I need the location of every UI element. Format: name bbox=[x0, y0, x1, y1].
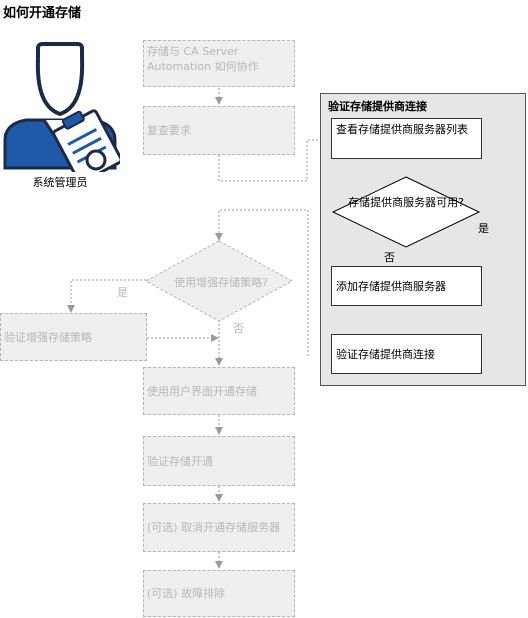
policy-yes-label: 是 bbox=[117, 286, 128, 299]
sub-add-server: 添加存储提供商服务器 bbox=[331, 266, 482, 306]
sub-yes-label: 是 bbox=[478, 222, 489, 235]
role-label: 系统管理员 bbox=[32, 176, 88, 189]
arrow-subprocess-decision bbox=[215, 209, 309, 356]
page-title: 如何开通存储 bbox=[3, 6, 82, 21]
step-verify-enhanced-policy: 验证增强存储策略 bbox=[0, 313, 147, 361]
step-review-requirements: 复查要求 bbox=[143, 106, 295, 155]
sub-verify-connection: 验证存储提供商连接 bbox=[331, 334, 482, 374]
step-provision-via-ui: 使用用户界面开通存储 bbox=[143, 367, 295, 415]
step-optional-deprovision: (可选) 取消开通存储服务器 bbox=[143, 503, 295, 552]
sub-view-server-list: 查看存储提供商服务器列表 bbox=[331, 118, 482, 159]
policy-decision-shape bbox=[144, 240, 294, 322]
sub-decision-label: 存储提供商服务器可用? bbox=[348, 196, 464, 209]
arrow-step2-subprocess bbox=[218, 136, 331, 182]
arrow-decision-yes bbox=[67, 279, 146, 313]
sub-no-label: 否 bbox=[384, 251, 395, 264]
administrator-clipboard-icon bbox=[3, 42, 120, 172]
step-how-storage-works: 存储与 CA Server Automation 如何协作 bbox=[143, 40, 295, 87]
step-verify-provisioning: 验证存储开通 bbox=[143, 436, 295, 486]
policy-decision-label: 使用增强存储策略? bbox=[174, 276, 268, 289]
subprocess-title: 验证存储提供商连接 bbox=[328, 100, 427, 113]
step-optional-troubleshoot: (可选) 故障排除 bbox=[143, 570, 295, 617]
policy-no-label: 否 bbox=[233, 322, 244, 335]
